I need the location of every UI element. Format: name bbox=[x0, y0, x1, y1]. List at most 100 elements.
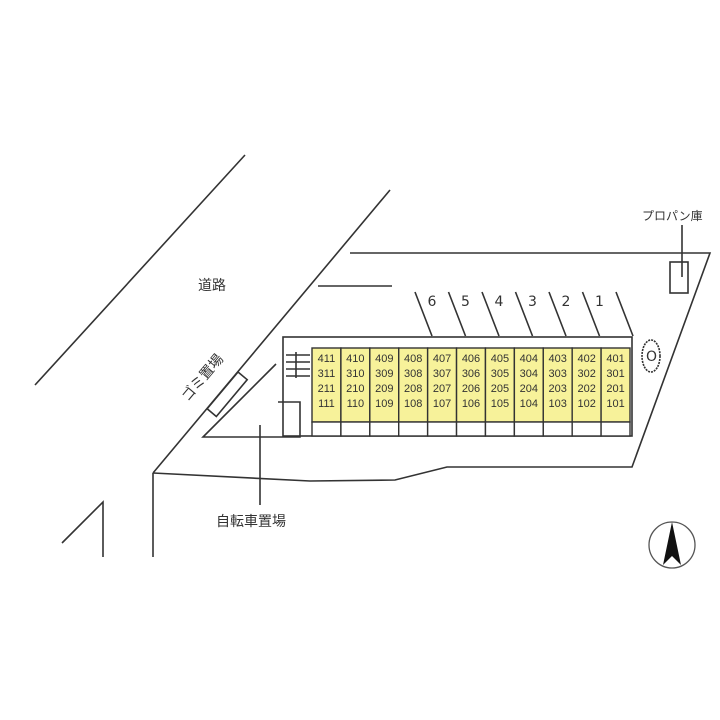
unit-number: 308 bbox=[404, 368, 422, 380]
balcony bbox=[571, 421, 602, 437]
parking-number: 6 bbox=[428, 294, 437, 310]
unit-number: 402 bbox=[577, 353, 595, 365]
stairs bbox=[286, 352, 310, 378]
unit-number: 103 bbox=[549, 398, 567, 410]
unit-column: 401 301 201 101 bbox=[600, 347, 631, 437]
lot-boundary bbox=[152, 252, 712, 482]
bicycle-area bbox=[201, 363, 301, 438]
unit-number: 107 bbox=[433, 398, 451, 410]
unit-number: 108 bbox=[404, 398, 422, 410]
garbage-label: ゴミ置場 bbox=[178, 351, 227, 405]
balcony bbox=[484, 421, 516, 437]
unit-number: 409 bbox=[375, 353, 393, 365]
north-arrow-icon bbox=[648, 521, 696, 569]
unit-block bbox=[600, 347, 631, 423]
unit-number: 405 bbox=[491, 353, 509, 365]
balcony bbox=[311, 421, 342, 437]
unit-number: 202 bbox=[577, 383, 595, 395]
parking-spaces: 6 5 4 3 2 1 bbox=[414, 291, 634, 337]
propane-storage: プロパン庫 bbox=[642, 209, 703, 294]
unit-column: 409 309 209 109 bbox=[369, 347, 400, 437]
unit-number: 102 bbox=[577, 398, 595, 410]
unit-number: 210 bbox=[346, 383, 364, 395]
unit-number: 302 bbox=[577, 368, 595, 380]
parking-number: 4 bbox=[495, 294, 504, 310]
balcony bbox=[455, 421, 487, 437]
unit-column: 406 306 206 106 bbox=[455, 347, 487, 437]
circle-marker-label: O bbox=[646, 349, 657, 365]
unit-number: 204 bbox=[520, 383, 538, 395]
parking-number: 5 bbox=[461, 294, 470, 310]
unit-number: 403 bbox=[549, 353, 567, 365]
balcony bbox=[426, 421, 458, 437]
unit-number: 208 bbox=[404, 383, 422, 395]
unit-number: 203 bbox=[549, 383, 567, 395]
unit-number: 311 bbox=[318, 368, 336, 380]
unit-number: 306 bbox=[462, 368, 480, 380]
unit-number: 211 bbox=[318, 383, 336, 395]
unit-number: 101 bbox=[606, 398, 624, 410]
unit-number: 404 bbox=[520, 353, 538, 365]
unit-number: 310 bbox=[346, 368, 364, 380]
unit-number: 408 bbox=[404, 353, 422, 365]
unit-column: 408 308 208 108 bbox=[398, 347, 429, 437]
unit-number: 207 bbox=[433, 383, 451, 395]
unit-column: 410 310 210 110 bbox=[340, 347, 371, 437]
unit-column: 407 307 207 107 bbox=[426, 347, 458, 437]
parking-line bbox=[581, 291, 601, 337]
unit-number: 105 bbox=[491, 398, 509, 410]
parking-line bbox=[414, 291, 433, 337]
parking-line bbox=[447, 291, 467, 337]
circle-marker bbox=[641, 339, 661, 373]
unit-column: 402 302 202 102 bbox=[571, 347, 602, 437]
parking-line bbox=[481, 291, 500, 337]
unit-number: 209 bbox=[375, 383, 393, 395]
balcony bbox=[600, 421, 631, 437]
unit-number: 301 bbox=[606, 368, 624, 380]
parking-number: 3 bbox=[528, 294, 537, 310]
unit-block bbox=[513, 347, 544, 423]
unit-number: 303 bbox=[549, 368, 567, 380]
balcony bbox=[369, 421, 400, 437]
unit-block bbox=[571, 347, 602, 423]
garbage-area: ゴミ置場 bbox=[178, 351, 249, 418]
unit-number: 205 bbox=[491, 383, 509, 395]
unit-column: 403 303 203 103 bbox=[542, 347, 573, 437]
propane-label: プロパン庫 bbox=[642, 209, 703, 223]
parking-line bbox=[514, 291, 534, 337]
unit-number: 401 bbox=[606, 353, 624, 365]
unit-number: 104 bbox=[520, 398, 538, 410]
unit-block bbox=[455, 347, 487, 423]
road-edges bbox=[34, 154, 391, 557]
unit-number: 411 bbox=[318, 353, 336, 365]
bicycle-label: 自転車置場 bbox=[216, 513, 286, 530]
unit-number: 206 bbox=[462, 383, 480, 395]
unit-number: 106 bbox=[462, 398, 480, 410]
balcony bbox=[340, 421, 371, 437]
parking-number: 1 bbox=[595, 294, 604, 310]
unit-number: 307 bbox=[433, 368, 451, 380]
parking-line bbox=[548, 291, 567, 337]
unit-column: 411 311 211 111 bbox=[311, 347, 342, 437]
unit-number: 309 bbox=[375, 368, 393, 380]
balcony bbox=[542, 421, 573, 437]
unit-number: 201 bbox=[606, 383, 624, 395]
unit-number: 304 bbox=[520, 368, 538, 380]
unit-column: 404 304 204 104 bbox=[513, 347, 544, 437]
parking-number: 2 bbox=[562, 294, 571, 310]
balcony bbox=[398, 421, 429, 437]
unit-column: 405 305 205 105 bbox=[484, 347, 516, 437]
unit-number: 406 bbox=[462, 353, 480, 365]
unit-number: 407 bbox=[433, 353, 451, 365]
unit-number: 410 bbox=[346, 353, 364, 365]
road-label: 道路 bbox=[198, 278, 226, 294]
unit-number: 110 bbox=[347, 398, 365, 410]
unit-number: 111 bbox=[318, 398, 335, 410]
unit-number: 109 bbox=[375, 398, 393, 410]
building: 411 311 211 111 410 310 210 110 409 309 209 109 408 3… bbox=[282, 336, 633, 437]
unit-number: 305 bbox=[491, 368, 509, 380]
parking-line bbox=[615, 291, 634, 337]
balcony bbox=[513, 421, 544, 437]
